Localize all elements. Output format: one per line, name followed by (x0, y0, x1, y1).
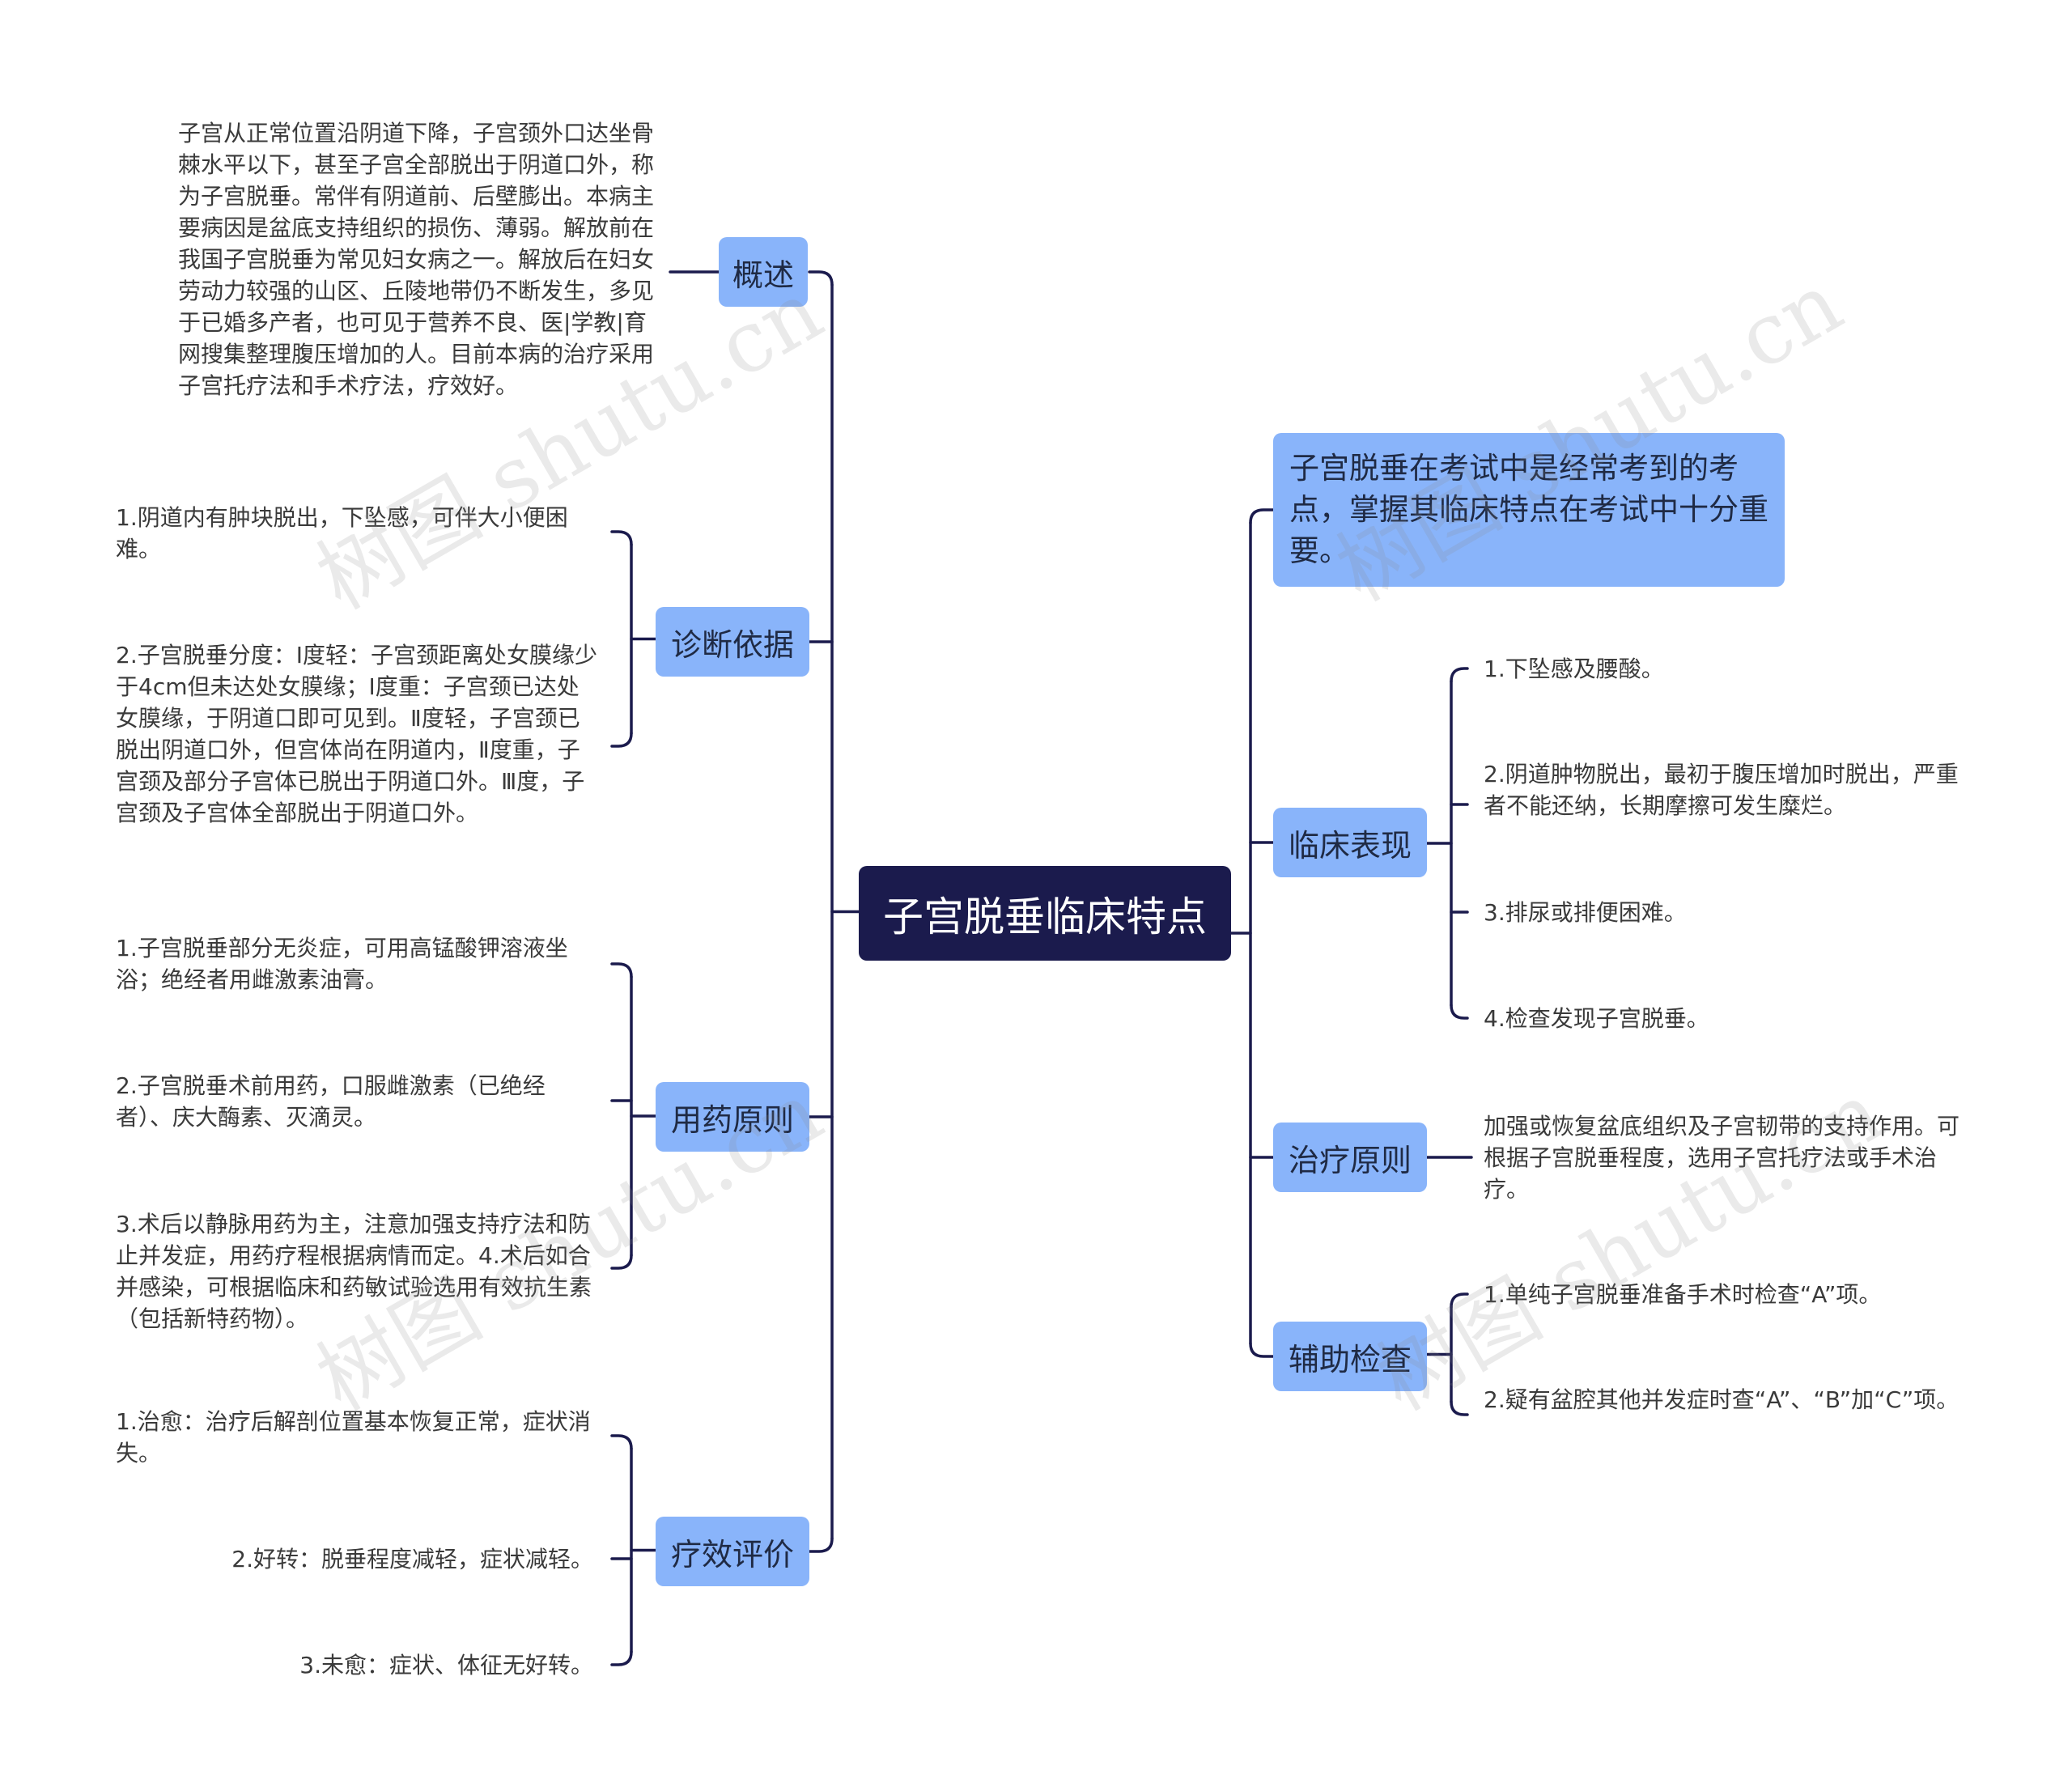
leaf-auxiliary-1: 1.单纯子宫脱垂准备手术时检查“A”项。 (1484, 1281, 1882, 1308)
intro-node[interactable]: 子宫脱垂在考试中是经常考到的考点，掌握其临床特点在考试中十分重要。 (1273, 433, 1785, 587)
root-topic[interactable]: 子宫脱垂临床特点 (859, 866, 1231, 961)
leaf-medication-1: 1.子宫脱垂部分无炎症，可用高锰酸钾溶液坐浴；绝经者用雌激素油膏。 (116, 935, 568, 993)
branch-auxiliary[interactable]: 辅助检查 (1273, 1322, 1427, 1391)
branch-treatment[interactable]: 治疗原则 (1273, 1123, 1427, 1192)
branch-efficacy[interactable]: 疗效评价 (656, 1517, 809, 1586)
link-clinical-arm-0 (1450, 667, 1469, 683)
leaf-efficacy-2: 2.好转：脱垂程度减轻，症状减轻。 (231, 1546, 593, 1572)
link-root-left-arm-3 (808, 1537, 834, 1553)
link-root-right-arm-3 (1249, 1342, 1275, 1358)
link-efficacy-arm-0 (610, 1434, 633, 1450)
leaf-efficacy-1: 1.治愈：治疗后解剖位置基本恢复正常，症状消失。 (116, 1408, 591, 1466)
leaf-clinical-2: 2.阴道肿物脱出，最初于腹压增加时脱出，严重者不能还纳，长期摩擦可发生糜烂。 (1484, 761, 1959, 819)
link-medication-arm-2 (610, 1254, 633, 1270)
link-auxiliary-arm-0 (1450, 1292, 1469, 1309)
link-efficacy-arm-2 (610, 1650, 633, 1666)
branch-overview[interactable]: 概述 (719, 237, 808, 307)
leaf-medication-3: 3.术后以静脉用药为主，注意加强支持疗法和防止并发症，用药疗程根据病情而定。4.… (116, 1211, 592, 1332)
link-root-right-arm-0 (1249, 508, 1275, 524)
leaf-diagnosis-2: 2.子宫脱垂分度：Ⅰ度轻：子宫颈距离处女膜缘少于4cm但未达处女膜缘；Ⅰ度重：子… (116, 642, 597, 826)
link-auxiliary-arm-1 (1450, 1400, 1469, 1416)
leaf-clinical-4: 4.检查发现子宫脱垂。 (1484, 1005, 1709, 1032)
leaf-treatment-1: 加强或恢复盆底组织及子宫韧带的支持作用。可根据子宫脱垂程度，选用子宫托疗法或手术… (1484, 1113, 1960, 1203)
link-root-left-arm-0 (808, 270, 834, 286)
leaf-clinical-3: 3.排尿或排便困难。 (1484, 899, 1687, 926)
branch-clinical[interactable]: 临床表现 (1273, 808, 1427, 877)
branch-diagnosis[interactable]: 诊断依据 (656, 607, 809, 677)
leaf-diagnosis-1: 1.阴道内有肿块脱出，下坠感，可伴大小便困难。 (116, 504, 568, 562)
leaf-auxiliary-2: 2.疑有盆腔其他并发症时查“A”、“B”加“C”项。 (1484, 1386, 1959, 1413)
link-diagnosis-arm-0 (610, 530, 633, 546)
leaf-medication-2: 2.子宫脱垂术前用药，口服雌激素（已绝经者）、庆大酶素、灭滴灵。 (116, 1072, 546, 1131)
link-medication-arm-0 (610, 962, 633, 978)
leaf-overview-text: 子宫从正常位置沿阴道下降，子宫颈外口达坐骨棘水平以下，甚至子宫全部脱出于阴道口外… (178, 120, 655, 399)
link-clinical-arm-3 (1450, 1004, 1469, 1020)
leaf-efficacy-3: 3.未愈：症状、体征无好转。 (299, 1652, 593, 1679)
link-diagnosis-arm-1 (610, 732, 633, 748)
leaf-clinical-1: 1.下坠感及腰酸。 (1484, 656, 1664, 682)
branch-medication[interactable]: 用药原则 (656, 1082, 809, 1152)
